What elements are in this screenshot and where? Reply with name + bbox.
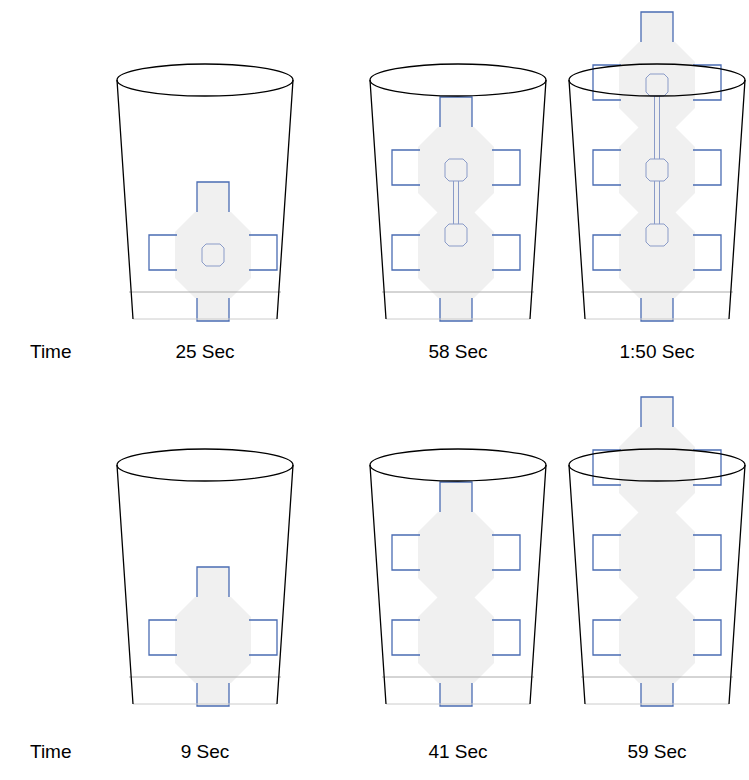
time-label: 9 Sec (181, 742, 230, 763)
cup-rim (370, 449, 546, 481)
cup-base-line (581, 292, 733, 293)
cup-bottom (585, 704, 729, 705)
top-tab (197, 567, 229, 597)
cup-group (569, 397, 745, 706)
cup-bottom (585, 319, 729, 320)
cup-bottom (133, 704, 277, 705)
channel-well (202, 244, 224, 266)
cup-rim (117, 64, 293, 96)
cup-bottom (386, 704, 530, 705)
side-arm (392, 150, 420, 185)
cup-group (569, 12, 745, 321)
time-label: 25 Sec (175, 342, 234, 363)
cup-base-line (581, 677, 733, 678)
cup-group (370, 449, 546, 706)
bottom-tab (641, 683, 673, 706)
channel-well (445, 159, 467, 181)
channel-line (659, 181, 660, 224)
chamber-body (619, 427, 695, 513)
side-arm (693, 620, 721, 655)
chamber-body (175, 212, 251, 298)
side-arm (693, 150, 721, 185)
cup-rim (569, 64, 745, 96)
channel-line (654, 96, 655, 159)
chamber-body (418, 597, 494, 683)
time-label: 58 Sec (428, 342, 487, 363)
top-tab (641, 12, 673, 42)
axis-label: Time (30, 742, 72, 763)
side-arm (492, 535, 520, 570)
cup-group (117, 64, 293, 321)
cup-bottom (386, 319, 530, 320)
cup-wall (370, 80, 546, 319)
side-arm (492, 620, 520, 655)
chamber-body (619, 127, 695, 213)
side-arm (249, 235, 277, 270)
channel-line (458, 181, 459, 224)
side-arm (392, 620, 420, 655)
chamber-body (619, 212, 695, 298)
chamber-body (619, 42, 695, 128)
channel-line (659, 96, 660, 159)
chamber-body (418, 212, 494, 298)
cup-rim (569, 449, 745, 481)
bottom-tab (641, 298, 673, 321)
cup-bottom (133, 319, 277, 320)
bottom-tab (440, 683, 472, 706)
cup-wall (117, 80, 293, 319)
cup-base-line (382, 677, 534, 678)
channel-well (646, 74, 668, 96)
cup-wall (569, 465, 745, 704)
top-tab (440, 482, 472, 512)
cup-base-line (382, 292, 534, 293)
side-arm (492, 235, 520, 270)
chamber-body (619, 597, 695, 683)
time-label: 41 Sec (428, 742, 487, 763)
cup-rim (370, 64, 546, 96)
time-label: 1:50 Sec (620, 342, 695, 363)
bottom-tab (197, 683, 229, 706)
top-tab (440, 97, 472, 127)
top-tab (197, 182, 229, 212)
time-label: 59 Sec (627, 742, 686, 763)
channel-line (453, 181, 454, 224)
channel-well (646, 159, 668, 181)
side-arm (593, 535, 621, 570)
side-arm (492, 150, 520, 185)
side-arm (693, 235, 721, 270)
bottom-tab (440, 298, 472, 321)
side-arm (249, 620, 277, 655)
chamber-body (418, 127, 494, 213)
side-arm (392, 235, 420, 270)
cup-wall (569, 80, 745, 319)
side-arm (149, 620, 177, 655)
cup-base-line (129, 677, 281, 678)
channel-line (654, 181, 655, 224)
side-arm (593, 150, 621, 185)
side-arm (593, 620, 621, 655)
side-arm (392, 535, 420, 570)
side-arm (593, 235, 621, 270)
cup-rim (117, 449, 293, 481)
side-arm (149, 235, 177, 270)
channel-well (445, 224, 467, 246)
top-tab (641, 397, 673, 427)
chamber-body (418, 512, 494, 598)
side-arm (693, 535, 721, 570)
cup-group (117, 449, 293, 706)
cup-wall (370, 465, 546, 704)
chamber-body (619, 512, 695, 598)
cup-group (370, 64, 546, 321)
chamber-body (175, 597, 251, 683)
cup-wall (117, 465, 293, 704)
channel-well (646, 224, 668, 246)
bottom-tab (197, 298, 229, 321)
cup-base-line (129, 292, 281, 293)
axis-label: Time (30, 342, 72, 363)
